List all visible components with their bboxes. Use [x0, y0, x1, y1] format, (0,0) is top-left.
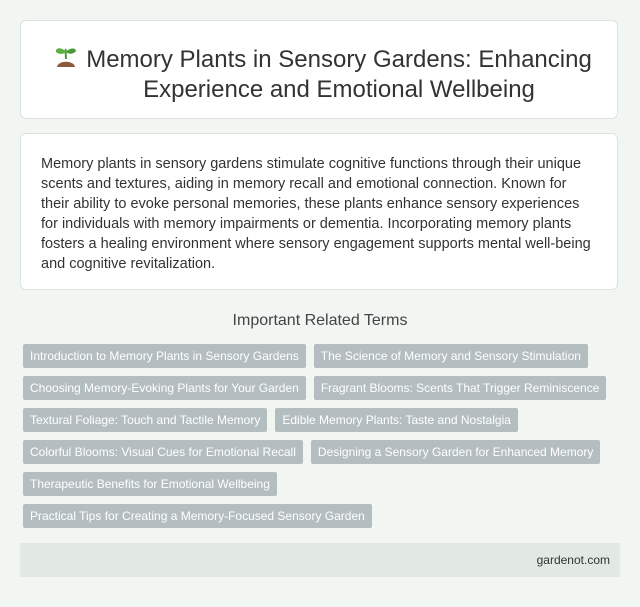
related-terms-heading: Important Related Terms [232, 312, 408, 329]
term-tag[interactable]: Designing a Sensory Garden for Enhanced … [310, 440, 601, 464]
footer-site-link[interactable]: gardenot.com [536, 553, 610, 567]
intro-card: Memory plants in sensory gardens stimula… [20, 133, 618, 290]
title-card: Memory Plants in Sensory Gardens: Enhanc… [20, 20, 618, 119]
page-title: Memory Plants in Sensory Gardens: Enhanc… [86, 46, 592, 103]
term-tag[interactable]: Textural Foliage: Touch and Tactile Memo… [23, 408, 268, 432]
term-tag[interactable]: Fragrant Blooms: Scents That Trigger Rem… [313, 376, 607, 400]
term-tag[interactable]: Edible Memory Plants: Taste and Nostalgi… [275, 408, 518, 432]
term-tag[interactable]: Practical Tips for Creating a Memory-Foc… [23, 504, 372, 528]
term-tag[interactable]: Introduction to Memory Plants in Sensory… [23, 344, 306, 368]
term-tag[interactable]: The Science of Memory and Sensory Stimul… [313, 344, 588, 368]
sprout-icon [55, 48, 76, 67]
term-tag[interactable]: Therapeutic Benefits for Emotional Wellb… [23, 472, 277, 496]
intro-paragraph: Memory plants in sensory gardens stimula… [41, 156, 591, 272]
related-terms-list: Introduction to Memory Plants in Sensory… [23, 344, 623, 536]
term-tag[interactable]: Choosing Memory-Evoking Plants for Your … [23, 376, 306, 400]
footer: gardenot.com [20, 543, 620, 577]
term-tag[interactable]: Colorful Blooms: Visual Cues for Emotion… [23, 440, 303, 464]
